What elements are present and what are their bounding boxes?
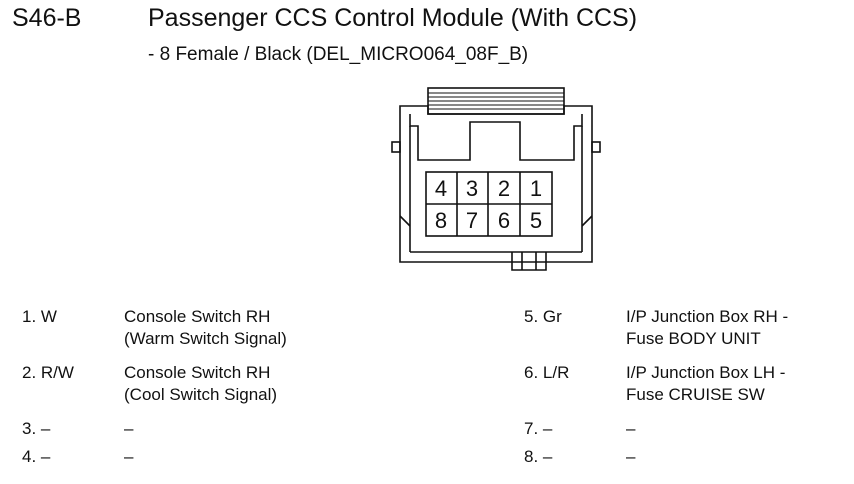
pin-number: 7. – — [524, 419, 553, 438]
pin-desc-line: – — [124, 419, 134, 438]
component-title: Passenger CCS Control Module (With CCS) — [148, 4, 638, 32]
pin-description: Console Switch RH (Warm Switch Signal) — [124, 306, 354, 350]
pin-description: I/P Junction Box LH - Fuse CRUISE SW — [626, 362, 854, 406]
pin-description: Console Switch RH (Cool Switch Signal) — [124, 362, 354, 406]
pin-desc-line: Console Switch RH — [124, 363, 271, 382]
connector-diagram: 4 3 2 1 8 7 6 5 — [391, 87, 601, 271]
connector-spec: - 8 Female / Black (DEL_MICRO064_08F_B) — [148, 44, 529, 65]
cavity-label-7: 7 — [466, 208, 478, 233]
pin-desc-line: (Cool Switch Signal) — [124, 385, 278, 404]
pin-desc-line: Fuse CRUISE SW — [626, 385, 765, 404]
pin-desc-line: I/P Junction Box LH - — [626, 363, 786, 382]
pin-desc-line: – — [626, 419, 636, 438]
pin-number: 5. Gr — [524, 307, 562, 326]
cavity-label-4: 4 — [435, 176, 447, 201]
pin-desc-line: – — [626, 447, 636, 466]
cavity-label-1: 1 — [530, 176, 542, 201]
pin-number: 1. W — [22, 307, 57, 326]
pin-desc-line: Fuse BODY UNIT — [626, 329, 761, 348]
pin-number: 4. – — [22, 447, 51, 466]
pin-number: 3. – — [22, 419, 51, 438]
pin-description: – — [626, 446, 854, 468]
cavity-label-6: 6 — [498, 208, 510, 233]
cavity-label-2: 2 — [498, 176, 510, 201]
pin-description: – — [124, 418, 354, 440]
cavity-label-5: 5 — [530, 208, 542, 233]
pin-description: I/P Junction Box RH - Fuse BODY UNIT — [626, 306, 854, 350]
pin-desc-line: (Warm Switch Signal) — [124, 329, 287, 348]
cavity-label-8: 8 — [435, 208, 447, 233]
connector-outline — [391, 87, 601, 271]
pin-number: 8. – — [524, 447, 553, 466]
pin-desc-line: – — [124, 447, 134, 466]
cavity-label-3: 3 — [466, 176, 478, 201]
pin-description: – — [626, 418, 854, 440]
pin-desc-line: I/P Junction Box RH - — [626, 307, 789, 326]
pin-desc-line: Console Switch RH — [124, 307, 271, 326]
pin-description: – — [124, 446, 354, 468]
pin-number: 2. R/W — [22, 363, 74, 382]
pin-number: 6. L/R — [524, 363, 570, 382]
connector-code: S46-B — [12, 4, 82, 32]
